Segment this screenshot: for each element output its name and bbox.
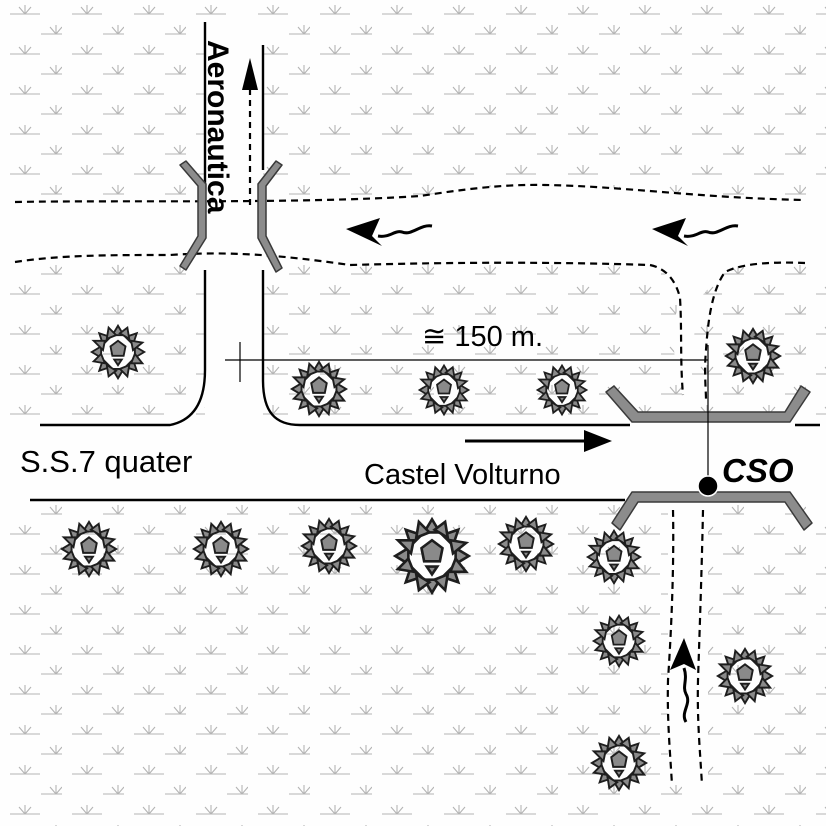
canal-bank-east — [704, 261, 806, 401]
castel-volturno-arrow-head — [584, 430, 612, 452]
outfall-channel-clear — [668, 505, 708, 775]
flow-arrow-icon — [652, 218, 688, 246]
flow-arrow-icon — [670, 638, 696, 670]
roads — [30, 22, 820, 502]
marsh-upper — [0, 0, 826, 200]
canal-banks — [14, 183, 806, 786]
tree-icon — [60, 520, 118, 578]
main-road-label: S.S.7 quater — [20, 444, 192, 479]
traffic-arrows — [242, 58, 612, 452]
tree-icon — [716, 647, 774, 705]
tree-icon — [300, 517, 358, 575]
tree-icon — [418, 364, 470, 416]
flow-arrow-icon — [377, 224, 433, 238]
bridge-aeronautica-west — [179, 160, 207, 271]
tree-icon — [90, 324, 146, 380]
side-road-east-lower — [261, 270, 630, 427]
main-road-north-edge — [40, 270, 207, 427]
bridges — [179, 160, 813, 531]
flow-arrow-icon — [346, 218, 382, 246]
tree-icon — [290, 360, 348, 418]
canal-bank-north — [14, 183, 806, 204]
tree-icon — [393, 517, 471, 595]
outfall-point-icon — [697, 475, 719, 497]
distance-label: ≅ 150 m. — [422, 321, 543, 353]
distance-measure — [225, 342, 709, 485]
tree-icon — [586, 529, 642, 585]
flow-arrow-icon — [682, 667, 690, 723]
tree-icon — [497, 515, 555, 573]
tree-icon — [724, 327, 782, 385]
direction-label: Castel Volturno — [364, 459, 561, 491]
side-road-arrow-head — [242, 58, 258, 90]
tree-icon — [590, 734, 648, 792]
tree-icon — [192, 520, 250, 578]
flow-arrows — [346, 218, 739, 723]
bridge-cso-north — [605, 385, 811, 423]
tree-icon — [536, 364, 588, 416]
bridge-cso-south — [611, 491, 813, 531]
bridge-aeronautica-east — [257, 160, 283, 273]
main-road-clear — [0, 425, 826, 503]
flow-arrow-icon — [683, 224, 739, 238]
tree-icon — [592, 614, 646, 668]
cso-label: CSO — [722, 452, 794, 489]
side-road-label: Aeronautica — [201, 40, 234, 214]
